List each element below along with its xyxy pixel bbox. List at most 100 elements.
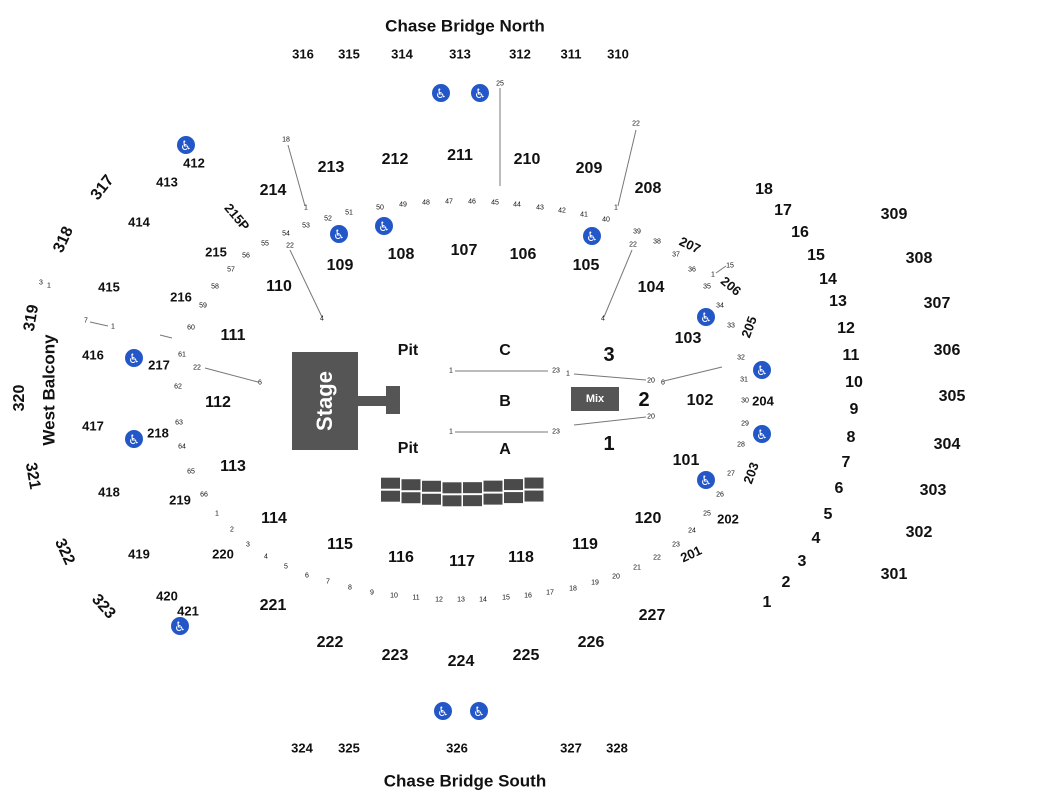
section-325[interactable]: 325 <box>338 740 360 756</box>
row-num: 17 <box>546 589 554 597</box>
section-115[interactable]: 115 <box>327 536 353 553</box>
section-308[interactable]: 308 <box>905 250 933 267</box>
section-412[interactable]: 412 <box>183 155 205 171</box>
section-210[interactable]: 210 <box>513 151 541 168</box>
floor-3[interactable]: 3 <box>603 344 615 366</box>
section-326[interactable]: 326 <box>446 740 468 756</box>
section-221[interactable]: 221 <box>259 597 287 614</box>
floor-b[interactable]: B <box>499 393 511 410</box>
wheelchair-icon: ♿ <box>432 84 450 102</box>
section-220[interactable]: 220 <box>212 546 234 562</box>
section-217[interactable]: 217 <box>148 357 170 373</box>
section-218[interactable]: 218 <box>147 425 169 441</box>
section-212[interactable]: 212 <box>381 151 409 168</box>
wheelchair-icon: ♿ <box>471 84 489 102</box>
section-316[interactable]: 316 <box>292 46 314 62</box>
section-224[interactable]: 224 <box>447 653 475 670</box>
section-113[interactable]: 113 <box>220 458 246 475</box>
section-110[interactable]: 110 <box>266 278 292 295</box>
floor-c[interactable]: C <box>499 342 511 359</box>
section-313[interactable]: 313 <box>449 46 471 62</box>
section-108[interactable]: 108 <box>387 246 415 263</box>
section-321[interactable]: 321 <box>21 461 44 491</box>
row-num: 22 <box>653 554 661 562</box>
section-111[interactable]: 111 <box>220 327 246 344</box>
section-112[interactable]: 112 <box>205 394 231 411</box>
section-309[interactable]: 309 <box>880 206 908 223</box>
section-421[interactable]: 421 <box>177 603 199 619</box>
section-106[interactable]: 106 <box>509 246 537 263</box>
section-303[interactable]: 303 <box>919 482 947 499</box>
east-row-17: 17 <box>774 202 792 219</box>
section-213[interactable]: 213 <box>317 159 345 176</box>
row-num: 37 <box>672 251 680 259</box>
section-208[interactable]: 208 <box>634 180 662 197</box>
section-305[interactable]: 305 <box>938 388 966 405</box>
section-307[interactable]: 307 <box>923 295 951 312</box>
section-215[interactable]: 215 <box>205 244 227 260</box>
section-312[interactable]: 312 <box>509 46 531 62</box>
section-414[interactable]: 414 <box>128 214 150 230</box>
section-320[interactable]: 320 <box>11 384 28 412</box>
row-num: 38 <box>653 238 661 246</box>
section-417[interactable]: 417 <box>82 418 104 434</box>
section-420[interactable]: 420 <box>156 588 178 604</box>
section-107[interactable]: 107 <box>450 242 478 259</box>
section-102[interactable]: 102 <box>686 392 714 409</box>
section-109[interactable]: 109 <box>326 257 354 274</box>
section-314[interactable]: 314 <box>391 46 413 62</box>
section-324[interactable]: 324 <box>291 740 313 756</box>
floor-pit-top[interactable]: Pit <box>397 342 419 359</box>
section-116[interactable]: 116 <box>388 549 414 566</box>
section-302[interactable]: 302 <box>905 524 933 541</box>
section-211[interactable]: 211 <box>447 147 473 164</box>
section-413[interactable]: 413 <box>156 174 178 190</box>
section-214[interactable]: 214 <box>259 182 287 199</box>
section-418[interactable]: 418 <box>98 484 120 500</box>
section-226[interactable]: 226 <box>577 634 605 651</box>
floor-a[interactable]: A <box>499 441 511 458</box>
section-204[interactable]: 204 <box>752 393 774 409</box>
row-num: 60 <box>187 324 195 332</box>
section-118[interactable]: 118 <box>508 549 534 566</box>
section-119[interactable]: 119 <box>572 536 598 553</box>
row-num: 1 <box>304 204 308 212</box>
section-227[interactable]: 227 <box>638 607 666 624</box>
section-216[interactable]: 216 <box>170 289 192 305</box>
section-117[interactable]: 117 <box>449 553 475 570</box>
section-202[interactable]: 202 <box>717 511 739 527</box>
section-222[interactable]: 222 <box>316 634 344 651</box>
section-315[interactable]: 315 <box>338 46 360 62</box>
section-120[interactable]: 120 <box>634 510 662 527</box>
section-103[interactable]: 103 <box>674 330 702 347</box>
section-416[interactable]: 416 <box>82 347 104 363</box>
floor-2[interactable]: 2 <box>638 389 650 411</box>
section-310[interactable]: 310 <box>607 46 629 62</box>
row-num: 18 <box>282 136 290 144</box>
section-223[interactable]: 223 <box>381 647 409 664</box>
row-num: 25 <box>496 80 504 88</box>
floor-1[interactable]: 1 <box>603 433 615 455</box>
section-304[interactable]: 304 <box>933 436 961 453</box>
section-301[interactable]: 301 <box>880 566 908 583</box>
row-num: 14 <box>479 596 487 604</box>
row-num: 30 <box>741 397 749 405</box>
leader-line <box>89 321 109 327</box>
section-419[interactable]: 419 <box>128 546 150 562</box>
section-311[interactable]: 311 <box>560 46 582 62</box>
wheelchair-icon: ♿ <box>583 227 601 245</box>
section-306[interactable]: 306 <box>933 342 961 359</box>
section-209[interactable]: 209 <box>575 160 603 177</box>
wheelchair-icon: ♿ <box>753 425 771 443</box>
section-105[interactable]: 105 <box>572 257 600 274</box>
section-104[interactable]: 104 <box>637 279 665 296</box>
section-101[interactable]: 101 <box>672 452 700 469</box>
floor-pit-bottom[interactable]: Pit <box>397 440 419 457</box>
section-114[interactable]: 114 <box>261 510 287 527</box>
section-225[interactable]: 225 <box>512 647 540 664</box>
section-327[interactable]: 327 <box>560 740 582 756</box>
section-219[interactable]: 219 <box>169 492 191 508</box>
section-328[interactable]: 328 <box>606 740 628 756</box>
section-415[interactable]: 415 <box>98 279 120 295</box>
row-num: 3 <box>39 279 43 287</box>
